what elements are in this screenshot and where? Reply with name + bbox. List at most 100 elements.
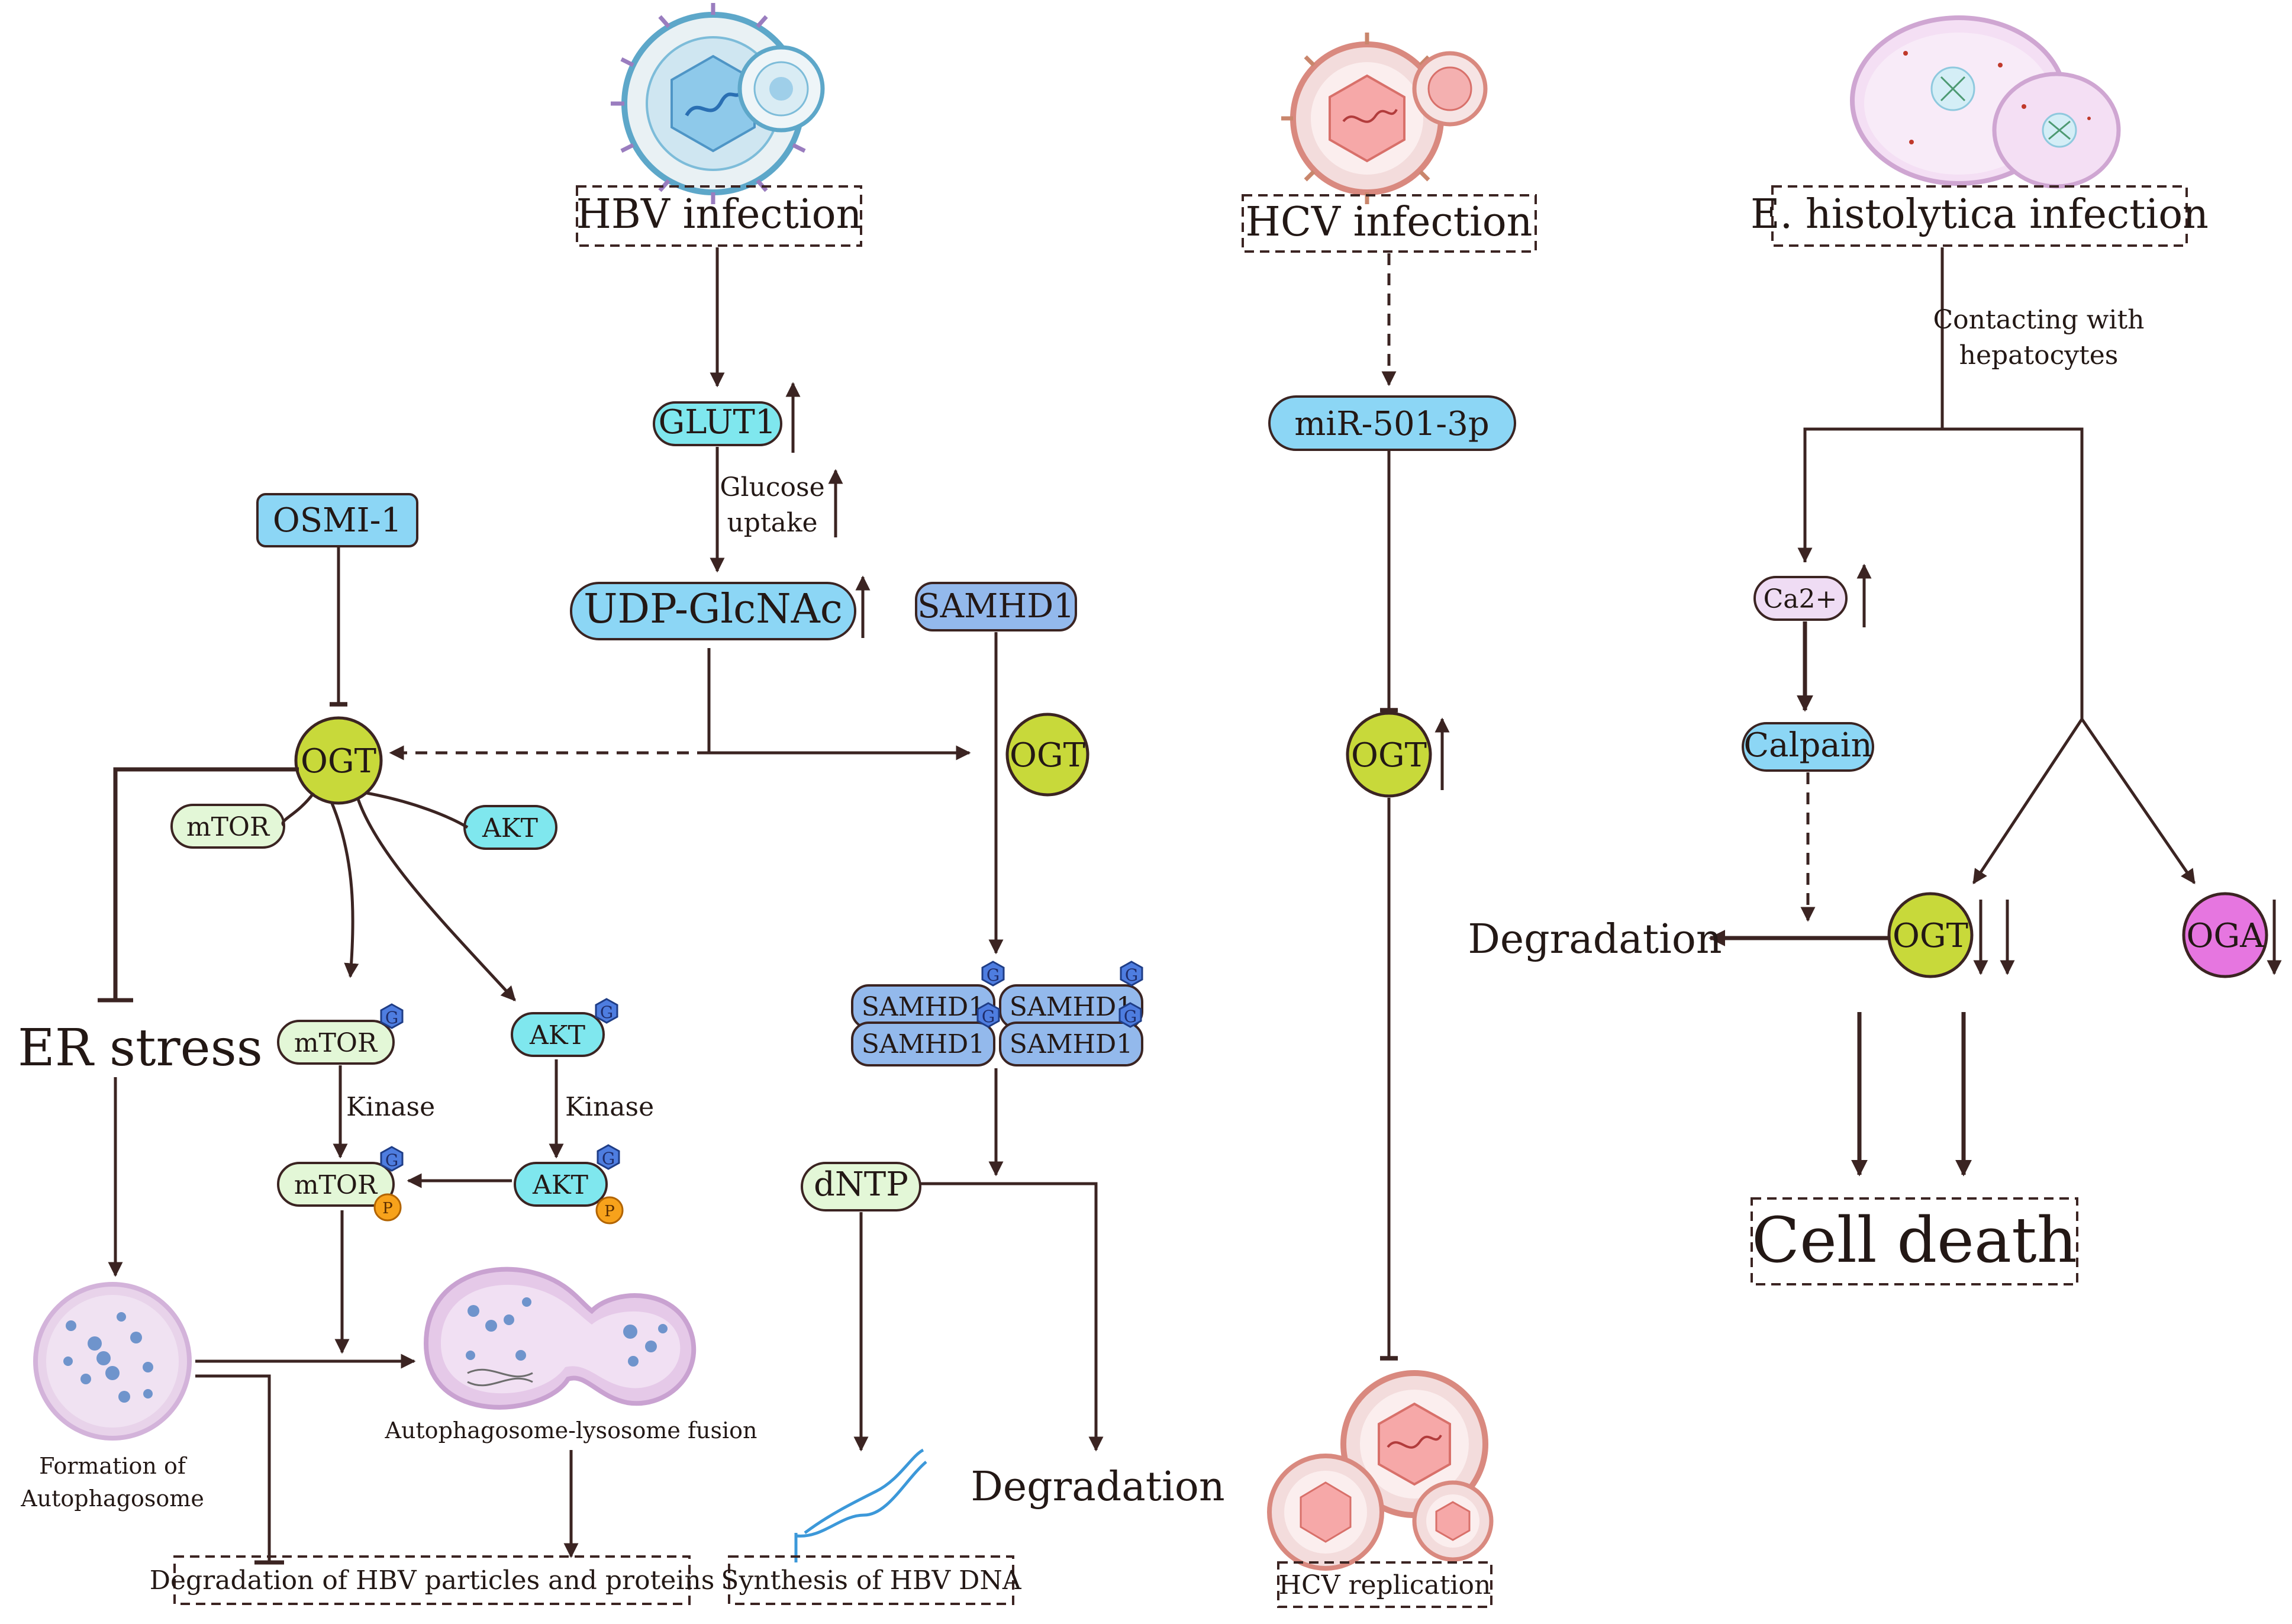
hbv-dna-icon (794, 1448, 927, 1562)
samhd1-tetramer-1-label: SAMHD1 (862, 992, 985, 1022)
samhd1-node (915, 582, 1077, 631)
ogt-hcv-label: OGT (1351, 736, 1427, 775)
ogt-main-node (294, 716, 383, 805)
samhd1-tetramer-4-label: SAMHD1 (1010, 1029, 1133, 1059)
samhd1-glyco-badge-1 (981, 961, 1005, 987)
e-histolytica-icon (1850, 15, 2121, 189)
synthesis-hbv-box (728, 1555, 1014, 1605)
akt-glyco-badge (595, 998, 618, 1024)
hbv-degradation-label: Degradation (971, 1464, 1224, 1510)
akt-g-node (511, 1012, 605, 1057)
hcv-infection-box (1242, 194, 1537, 253)
calpain-node (1742, 722, 1874, 772)
akt-gp-glyco-badge (597, 1144, 620, 1170)
udp-glcnac-label: UDP-GlcNAc (584, 586, 843, 633)
mtor-gp-g-mark: G (385, 1151, 398, 1170)
akt-label: AKT (482, 813, 538, 843)
dntp-node (801, 1162, 921, 1211)
mtor-g-node (277, 1020, 395, 1065)
ogt-main-label: OGT (301, 742, 376, 781)
samhd1-g-mark-3: G (982, 1007, 995, 1026)
samhd1-glyco-badge-2 (1120, 961, 1143, 987)
samhd1-g-mark-4: G (1124, 1007, 1137, 1026)
akt-g-mark: G (600, 1003, 613, 1022)
samhd1-tetramer: SAMHD1 SAMHD1 SAMHD1 SAMHD1 G G G G (851, 961, 1143, 1066)
arrow-to-oga (2080, 718, 2196, 885)
mtor-gp-glyco-badge (380, 1146, 404, 1172)
er-stress-label: ER stress (18, 1019, 263, 1078)
akt-gp-node (514, 1162, 608, 1207)
glut1-node (653, 401, 782, 446)
autophagosome-inhibit-line (195, 1374, 271, 1562)
samhd1-glyco-badge-4 (1118, 1002, 1142, 1028)
akt-gp-label: AKT (532, 1170, 588, 1200)
ogt-samhd1-node (1005, 713, 1089, 797)
mtor-label: mTOR (186, 812, 270, 842)
mir-501-label: miR-501-3p (1294, 405, 1489, 443)
samhd1-tetramer-3 (851, 1022, 995, 1066)
hbv-infection-label: HBV infection (576, 191, 862, 238)
eh-degradation-label: Degradation (1468, 916, 1722, 963)
autolysosome-icon (423, 1267, 696, 1410)
eh-infection-label: E. histolytica infection (1751, 191, 2209, 238)
samhd1-g-mark-1: G (987, 965, 1000, 985)
cell-death-label: Cell death (1752, 1204, 2077, 1277)
mtor-p-mark: P (382, 1200, 393, 1217)
hcv-infection-label: HCV infection (1246, 199, 1533, 246)
hbv-virus-icon (611, 3, 825, 204)
udp-glcnac-node (570, 582, 856, 640)
autophagosome-icon (33, 1282, 192, 1441)
arrow-ogt-to-akt-g (356, 798, 516, 1001)
mtor-phospho-badge (373, 1193, 402, 1222)
samhd1-g-mark-2: G (1125, 965, 1138, 985)
akt-g-label: AKT (529, 1020, 585, 1051)
samhd1-tetramer-3-label: SAMHD1 (862, 1029, 985, 1059)
ca2-label: Ca2+ (1764, 584, 1838, 614)
formation-label-2: Autophagosome (20, 1486, 204, 1512)
mtor-glyco-badge (380, 1003, 404, 1029)
calpain-label: Calpain (1743, 726, 1872, 765)
degradation-hbv-box (173, 1555, 691, 1605)
ogt-samhd1-label: OGT (1010, 736, 1085, 775)
osmi1-label: OSMI-1 (273, 501, 402, 540)
hcv-virus-icon (1281, 33, 1488, 204)
ca2-node (1753, 576, 1848, 621)
ogt-mtor-link (281, 792, 315, 827)
akt-phospho-badge (595, 1196, 624, 1225)
ogt-eh-label: OGT (1893, 917, 1968, 955)
akt-node (463, 805, 557, 850)
akt-p-mark: P (604, 1203, 615, 1220)
contacting-label: Contacting with (1933, 305, 2144, 335)
arrow-to-ogt-eh (1972, 718, 2084, 885)
eh-infection-box (1771, 185, 2188, 247)
glut1-label: GLUT1 (658, 403, 776, 442)
mtor-gp-label: mTOR (294, 1170, 378, 1200)
arrow-ogt-to-mtor-g (330, 801, 359, 978)
fusion-label: Autophagosome-lysosome fusion (385, 1417, 757, 1443)
hepatocytes-label: hepatocytes (1959, 340, 2119, 370)
hcv-replication-box (1277, 1561, 1492, 1608)
samhd1-tetramer-4 (999, 1022, 1143, 1066)
ogt-eh-node (1887, 892, 1974, 978)
formation-label-1: Formation of (39, 1453, 188, 1479)
arrow-dntp-to-degradation (920, 1182, 1104, 1452)
mtor-g-label: mTOR (294, 1028, 378, 1058)
mtor-g-mark: G (385, 1008, 398, 1027)
akt-gp-g-mark: G (602, 1149, 615, 1168)
akt-kinase-label: Kinase (565, 1092, 654, 1122)
osmi1-node (256, 493, 418, 547)
samhd1-tetramer-2-label: SAMHD1 (1010, 992, 1133, 1022)
samhd1-label: SAMHD1 (917, 587, 1075, 626)
eh-branch-line (1803, 427, 2084, 719)
ogt-inhibits-er-stress (113, 767, 299, 1000)
glucose-label: Glucose (720, 472, 824, 502)
mtor-node (170, 804, 285, 849)
hcv-replication-icon (1267, 1370, 1494, 1571)
synthesis-hbv-label: Synthesis of HBV DNA (721, 1565, 1022, 1596)
degradation-hbv-label: Degradation of HBV particles and protein… (150, 1565, 715, 1596)
hcv-replication-label: HCV replication (1279, 1570, 1491, 1600)
ogt-hcv-node (1346, 711, 1432, 798)
oga-node (2182, 892, 2268, 978)
dntp-label: dNTP (814, 1165, 908, 1204)
